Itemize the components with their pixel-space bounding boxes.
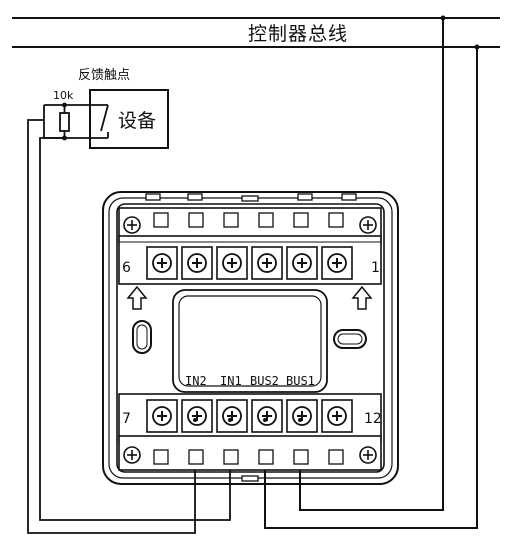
- device-label: 设备: [118, 110, 156, 132]
- terminal-number-7: 7: [122, 411, 131, 427]
- screw-terminal-icon: [181, 399, 213, 433]
- screw-terminal-icon: [146, 246, 178, 280]
- in2-wire: [27, 119, 196, 534]
- screw-terminal-icon: [216, 246, 248, 280]
- corner-screw-top-right: [359, 216, 377, 234]
- in1-wire: [39, 137, 231, 521]
- terminal-label-in2: IN2: [185, 374, 207, 388]
- screw-terminal-icon: [216, 399, 248, 433]
- terminal-number-6: 6: [122, 260, 131, 276]
- resistor-label: 10k: [53, 89, 74, 102]
- screw-terminal-icon: [286, 399, 318, 433]
- screw-terminal-icon: [181, 246, 213, 280]
- screw-terminal-icon: [321, 246, 353, 280]
- screw-terminal-icon: [251, 399, 283, 433]
- mounting-slot-left: [132, 320, 152, 354]
- screw-terminal-icon: [321, 399, 353, 433]
- screw-terminal-icon: [286, 246, 318, 280]
- bus-label: 控制器总线: [248, 23, 348, 45]
- bus2-wire: [264, 47, 478, 529]
- top-slot-tabs: [153, 212, 344, 228]
- resistor-10k: [59, 112, 70, 132]
- feedback-contact-switch: [100, 104, 109, 132]
- center-window: [172, 289, 328, 393]
- bottom-screw-terminals: [146, 399, 353, 433]
- terminal-label-in1: IN1: [220, 374, 242, 388]
- bottom-slot-tabs: [153, 449, 344, 465]
- terminal-label-bus2: BUS2: [250, 374, 279, 388]
- corner-screw-bottom-right: [359, 446, 377, 464]
- screw-terminal-icon: [251, 246, 283, 280]
- terminal-label-bus1: BUS1: [286, 374, 315, 388]
- screw-terminal-icon: [146, 399, 178, 433]
- bottom-notch: [241, 475, 259, 482]
- top-screw-terminals: [146, 246, 353, 280]
- top-notches: [145, 193, 357, 202]
- terminal-number-1: 1: [371, 260, 380, 276]
- corner-screw-top-left: [123, 216, 141, 234]
- wire-terminations: [193, 418, 302, 422]
- up-arrow-icon: [126, 285, 148, 310]
- terminal-number-12: 12: [364, 411, 382, 427]
- corner-screw-bottom-left: [123, 446, 141, 464]
- input-wires: [27, 119, 231, 534]
- controller-bus: [12, 17, 500, 48]
- mounting-slot-right: [333, 329, 367, 349]
- feedback-contact-label: 反馈触点: [78, 68, 130, 83]
- up-arrow-icon: [351, 285, 373, 310]
